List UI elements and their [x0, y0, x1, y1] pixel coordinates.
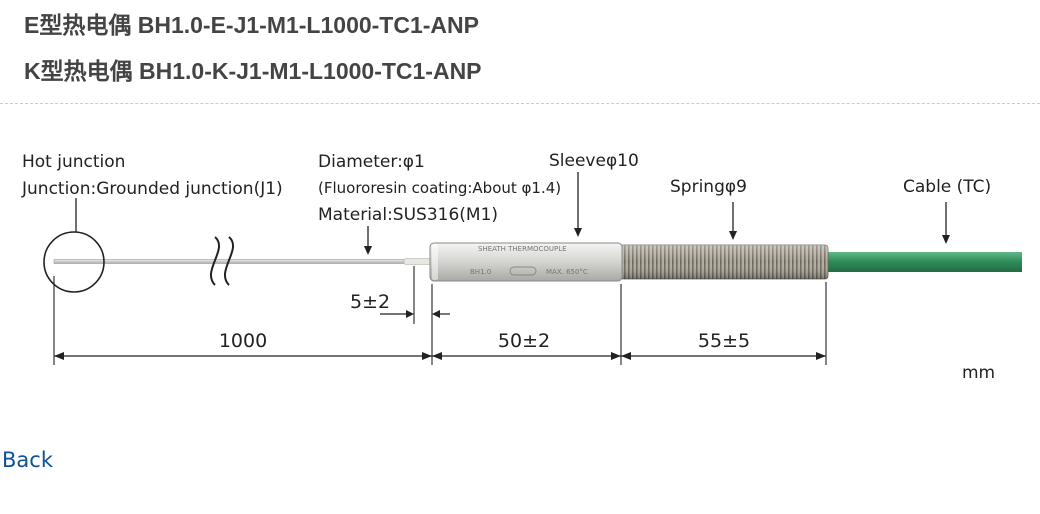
probe-sheath — [53, 259, 417, 264]
dimension-extension-lines — [53, 266, 827, 365]
hot-junction-circle — [43, 231, 105, 293]
sleeve-highlight — [432, 244, 438, 280]
sleeve-print-2: BH1.0 — [470, 268, 491, 276]
material-label: Material:SUS316(M1) — [318, 205, 498, 225]
thermocouple-diagram: Hot junction Junction:Grounded junction(… — [21, 151, 1022, 383]
main-dimension-line — [54, 352, 826, 360]
junction-label: Junction:Grounded junction(J1) — [21, 179, 283, 199]
spring-shading — [620, 245, 828, 279]
probe-coating — [403, 258, 433, 265]
cable-label: Cable (TC) — [903, 177, 991, 197]
sleeve-label: Sleeveφ10 — [549, 151, 639, 171]
diameter-label: Diameter:φ1 — [318, 152, 425, 172]
dimension-5-label: 5±2 — [350, 291, 390, 313]
unit-label: mm — [962, 363, 995, 383]
product-title-e-type: E型热电偶 BH1.0-E-J1-M1-L1000-TC1-ANP — [24, 12, 479, 38]
length-break-mark — [209, 236, 235, 286]
dimension-55-label: 55±5 — [698, 330, 750, 352]
sleeve — [429, 242, 623, 282]
hot-junction-label: Hot junction — [22, 152, 125, 172]
sleeve-logo — [509, 266, 537, 276]
sleeve-print-3: MAX. 650°C — [546, 268, 588, 276]
spring-label: Springφ9 — [670, 177, 747, 197]
cable — [820, 252, 1022, 272]
dimension-1000-label: 1000 — [219, 330, 267, 352]
pointer-arrows — [75, 172, 950, 255]
coating-label: (Fluororesin coating:About φ1.4) — [318, 179, 561, 197]
product-title-k-type: K型热电偶 BH1.0-K-J1-M1-L1000-TC1-ANP — [24, 58, 482, 84]
sleeve-print-1: SHEATH THERMOCOUPLE — [478, 245, 567, 253]
back-link[interactable]: Back — [2, 448, 53, 472]
small-dimension — [380, 310, 450, 318]
dimension-50-label: 50±2 — [498, 330, 550, 352]
divider — [0, 103, 1040, 104]
